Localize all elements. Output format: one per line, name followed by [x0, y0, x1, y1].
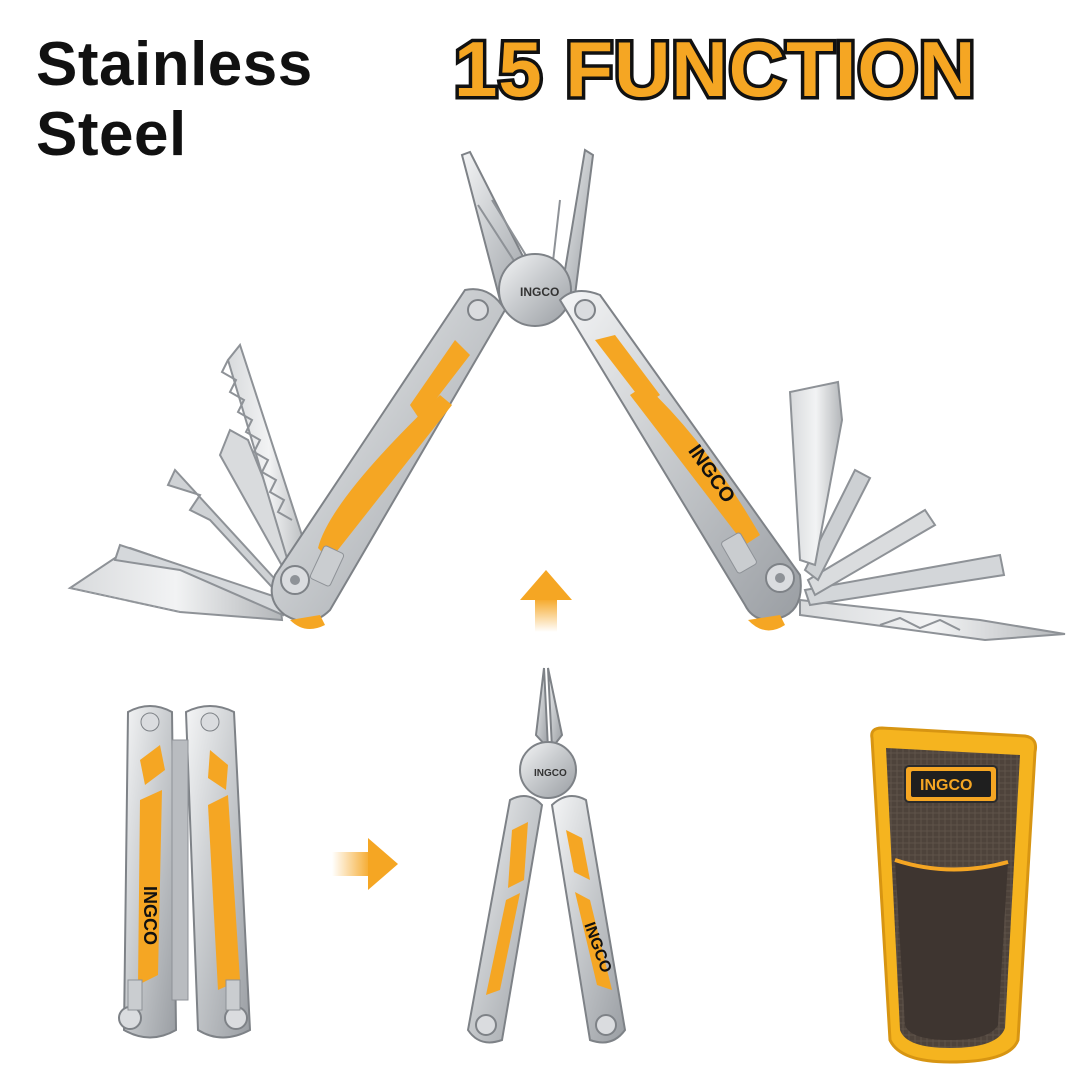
pouch-logo-text: INGCO [920, 777, 972, 794]
right-handle: INGCO [558, 290, 802, 631]
left-handle [270, 288, 507, 629]
pliers-jaw-logo-text: INGCO [534, 768, 567, 779]
carry-pouch: INGCO [870, 726, 1037, 1064]
half-open-pliers: INGCO INGCO [466, 667, 627, 1044]
arrow-up-icon [520, 570, 572, 632]
material-label: Stainless Steel [36, 30, 313, 170]
arrow-right-icon [332, 838, 398, 890]
pliers-jaws: INGCO [460, 148, 595, 327]
function-count-text: 15 FUNCTION [454, 25, 976, 113]
folded-logo-text: INGCO [140, 886, 160, 945]
material-line-1: Stainless [36, 30, 313, 99]
jaw-logo-text: INGCO [520, 285, 559, 299]
right-tool-fan [788, 380, 1066, 642]
left-tool-fan [67, 342, 312, 622]
folded-multitool: INGCO [118, 705, 252, 1039]
open-multitool: INGCO INGCO [67, 148, 1066, 642]
function-count-badge: 15 FUNCTION [451, 22, 1048, 117]
material-line-2: Steel [36, 100, 187, 169]
